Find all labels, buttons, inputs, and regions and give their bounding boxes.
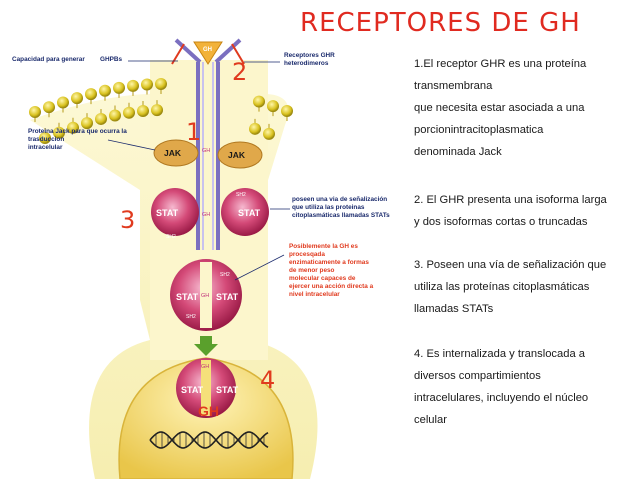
label-jack: trasduccion	[28, 136, 64, 143]
stat-nuclear-icon: STAT STAT GH	[176, 358, 239, 418]
sh2-label: SH2	[186, 314, 196, 320]
lipid-head-icon	[253, 95, 265, 108]
lipid-head-icon	[113, 81, 125, 94]
lipid-head-icon	[155, 78, 167, 91]
description-line: porcionintracitoplasmatica	[414, 124, 544, 136]
gh-ligand-label: GH	[203, 47, 212, 53]
description-4: 4. Es internalizada y translocada a dive…	[414, 343, 634, 431]
lipid-head-icon	[151, 104, 163, 117]
description-3: 3. Poseen una vía de señalización que ut…	[414, 254, 634, 320]
label-procesamiento: de menor peso	[289, 267, 335, 274]
label-receptores: Receptores GHR	[284, 52, 335, 59]
gh-inner-label: GH	[202, 148, 210, 154]
gh-nucleus-label: GH	[198, 403, 219, 419]
stat-dimer-icon: STAT STAT GH SH2 SH2	[170, 259, 242, 331]
label-senalizacion: citoplasmáticas llamadas STATs	[292, 212, 390, 219]
lipid-head-icon	[29, 106, 41, 118]
jak-right-icon: JAK	[217, 141, 263, 169]
marker-line-icon	[231, 43, 245, 65]
label-jack: Proteina Jack para que ocurra la	[28, 128, 127, 135]
label-receptores: heterodimeros	[284, 60, 329, 67]
label-ghbps: GHPBs	[100, 56, 122, 63]
lipid-head-icon	[109, 109, 121, 122]
stat-label: STAT	[181, 385, 204, 395]
sh2-label: SH2	[220, 272, 230, 278]
gh-inner-label: GH	[202, 212, 210, 218]
annotation-lines	[107, 60, 290, 281]
number-2: 2	[232, 58, 247, 86]
lipid-head-icon	[249, 122, 261, 135]
lipid-head-icon	[95, 112, 107, 125]
stat-label: STAT	[216, 292, 239, 302]
lipid-head-icon	[53, 126, 65, 139]
lipid-head-icon	[39, 132, 51, 144]
receptor-diagram: GH JAK JAK GH STAT SH2 STAT SH2 GH STAT …	[12, 38, 390, 479]
label-jack: intracelular	[28, 144, 63, 151]
label-procesamiento: molecular capaces de	[289, 275, 356, 282]
dna-strand-icon	[149, 431, 269, 449]
stat-label: STAT	[216, 385, 239, 395]
lipid-head-icon	[137, 104, 149, 117]
lipid-head-icon	[85, 88, 97, 101]
lipid-head-icon	[141, 78, 153, 91]
label-capacidad: Capacidad para generar	[12, 56, 85, 63]
stat-upper-left-icon: STAT SH2	[151, 188, 199, 240]
description-line: 2. El GHR presenta una isoforma larga	[414, 194, 607, 206]
description-line: transmembrana	[414, 80, 493, 92]
label-procesamiento: procesqada	[289, 251, 325, 258]
label-procesamiento: Posiblemente la GH es	[289, 243, 358, 250]
lipid-head-icon	[267, 100, 279, 113]
description-line: 1.El receptor GHR es una proteína	[414, 58, 587, 70]
stat-label: STAT	[176, 292, 199, 302]
description-line: que necesita estar asociada a una	[414, 102, 585, 114]
stat-label: STAT	[156, 208, 179, 218]
number-1: 1	[186, 118, 201, 146]
lipid-head-icon	[99, 84, 111, 97]
jak-left-icon: JAK	[153, 139, 199, 167]
lipid-head-icon	[281, 104, 293, 117]
description-line: y dos isoformas cortas o truncadas	[414, 216, 588, 228]
description-line: celular	[414, 414, 447, 426]
arrow-down-icon	[194, 336, 218, 356]
gh-inner-label: GH	[201, 364, 209, 370]
description-1: 1.El receptor GHR es una proteína transm…	[414, 53, 634, 163]
sh2-label: SH2	[236, 192, 246, 198]
label-procesamiento: enzimaticamente a formas	[289, 259, 369, 266]
stat-label: STAT	[238, 208, 261, 218]
lipid-head-icon	[81, 117, 93, 130]
description-line: denominada Jack	[414, 146, 502, 158]
cell-membrane	[29, 78, 293, 144]
description-line: 4. Es internalizada y translocada a	[414, 348, 586, 360]
sh2-label: SH2	[166, 234, 176, 240]
lipid-head-icon	[71, 92, 83, 105]
description-line: diversos compartimientos	[414, 370, 541, 382]
lipid-head-icon	[57, 96, 69, 109]
lipid-head-icon	[43, 101, 55, 114]
lipid-head-icon	[67, 121, 79, 134]
stat-upper-right-icon: STAT SH2	[221, 188, 269, 236]
dna-strand-icon	[149, 431, 269, 449]
lipid-head-icon	[127, 79, 139, 92]
page-title: RECEPTORES DE GH	[300, 8, 581, 38]
number-4: 4	[260, 366, 275, 394]
description-line: llamadas STATs	[414, 303, 494, 315]
lipid-head-icon	[263, 127, 275, 140]
label-procesamiento: nivel intracelular	[289, 291, 340, 298]
description-line: 3. Poseen una vía de señalización que	[414, 259, 607, 271]
lipid-head-icon	[123, 106, 135, 119]
description-2: 2. El GHR presenta una isoforma larga y …	[414, 189, 634, 233]
description-line: intracelulares, incluyendo el núcleo	[414, 392, 589, 404]
gh-ligand-icon	[193, 41, 223, 65]
gh-inner-label: GH	[201, 293, 209, 299]
number-3: 3	[120, 206, 135, 234]
dna-icon	[149, 431, 269, 449]
label-senalizacion: que utiliza las proteinas	[292, 204, 365, 211]
jak-right-label: JAK	[228, 150, 246, 160]
label-procesamiento: ejercer una acción directa a	[289, 283, 374, 290]
description-line: utiliza las proteínas citoplasmáticas	[414, 281, 590, 293]
jak-left-label: JAK	[164, 148, 182, 158]
label-senalizacion: poseen una via de señalización	[292, 196, 387, 203]
